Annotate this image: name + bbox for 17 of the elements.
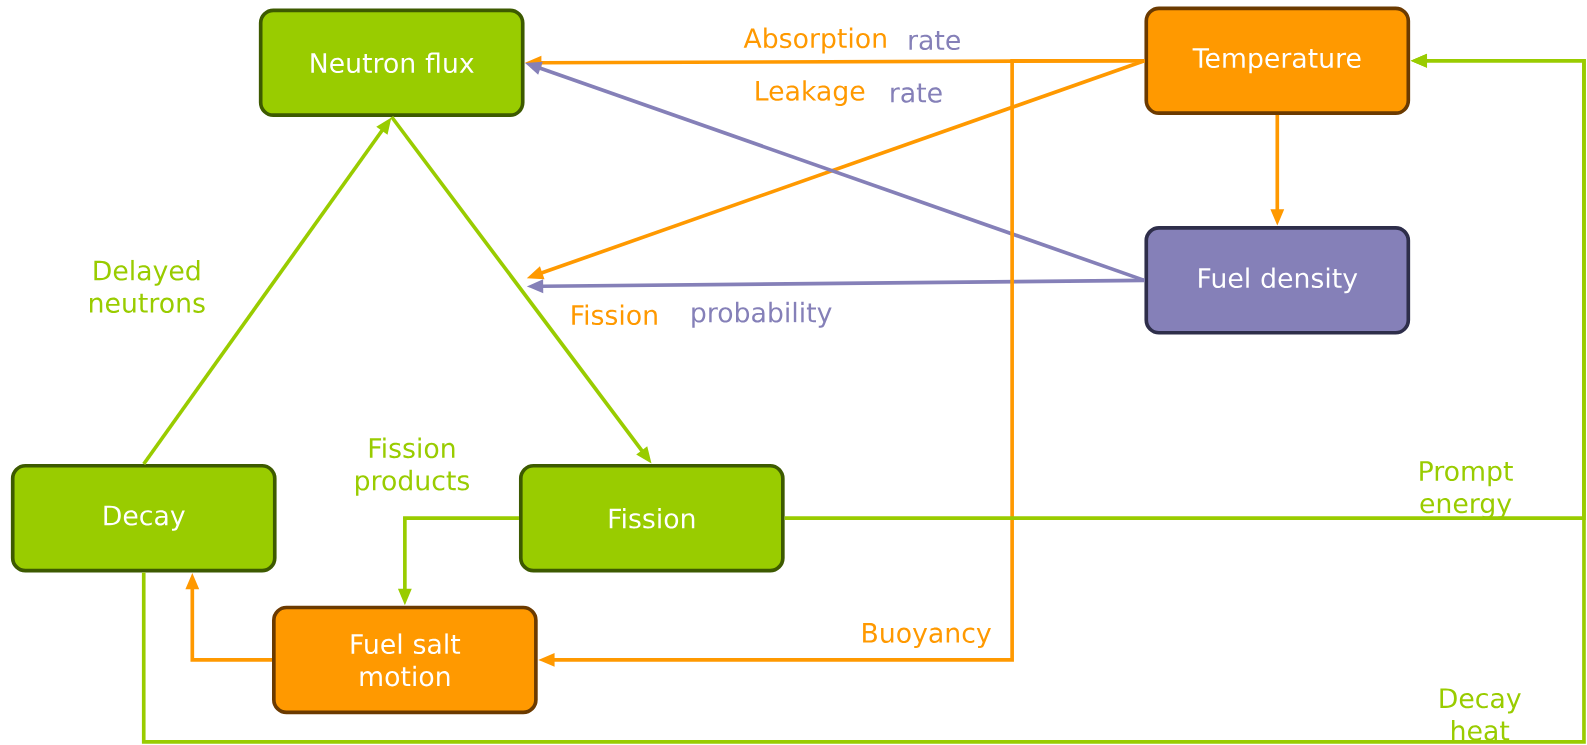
process-box: Neutron flux [258, 8, 525, 118]
process-box: Decay [10, 464, 277, 573]
annotation-text: Fission [572, 304, 657, 326]
annotation-text: rate [891, 83, 942, 103]
edge-label: Prompt energy [1420, 461, 1513, 519]
edge-label: Delayed neutrons [90, 260, 205, 313]
process-box: Temperature [1144, 6, 1411, 115]
annotation-text: Absorption [743, 27, 886, 54]
annotation-text: Leakage [756, 80, 865, 107]
process-box: Fission [518, 464, 785, 573]
process-box: Fuel salt motion [272, 605, 538, 715]
annotation-text: probability [692, 301, 832, 328]
process-box: Fuel density [1144, 226, 1411, 335]
edge-label: Buoyancy [863, 623, 991, 649]
annotation-text: rate [909, 31, 960, 51]
edge-label: Decay heat [1440, 688, 1521, 741]
edge-label: Fission products [356, 437, 469, 496]
